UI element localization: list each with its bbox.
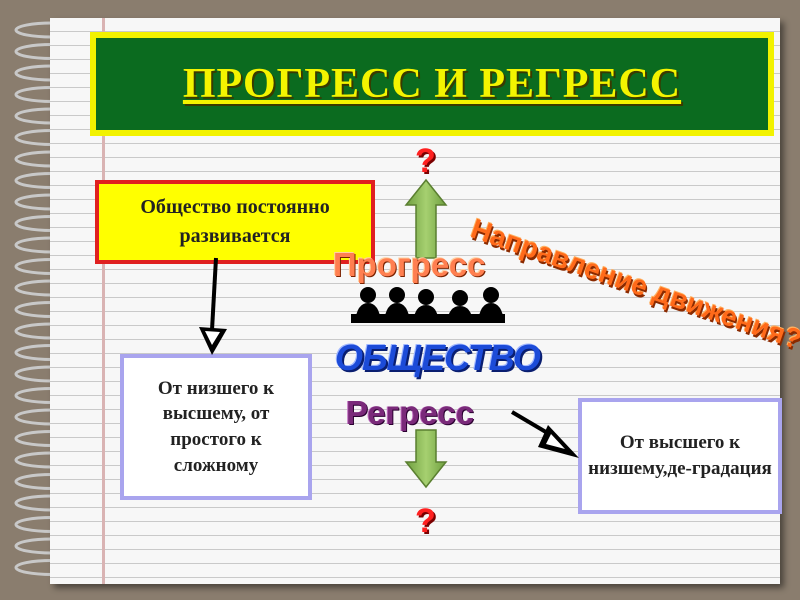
- progress-label: Прогресс: [333, 246, 486, 284]
- society-label: ОБЩЕСТВО: [335, 337, 540, 379]
- regress-label: Регресс: [346, 394, 474, 432]
- people-silhouettes-icon: [351, 287, 505, 323]
- question-mark-top: ?: [415, 142, 436, 181]
- regress-down-arrow: [406, 430, 446, 487]
- regress-to-high-arrow: [512, 412, 579, 458]
- society-to-low-arrow: [199, 258, 227, 355]
- question-mark-bottom: ?: [415, 502, 436, 541]
